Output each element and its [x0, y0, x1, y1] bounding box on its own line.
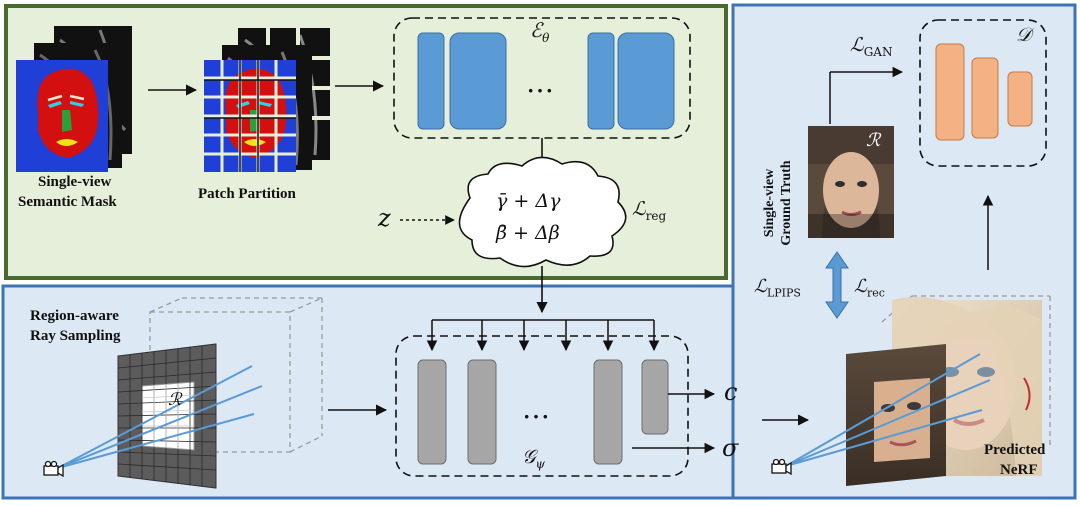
- label-predicted-1: Predicted: [984, 442, 1046, 458]
- generator-block-2: [467, 359, 497, 465]
- ray-sampling-grid: [117, 343, 217, 489]
- label-semantic-mask-2: Semantic Mask: [18, 194, 117, 210]
- label-beta: β̄ + Δβ: [496, 222, 560, 244]
- modulation-arrows: [426, 320, 660, 352]
- disc-block-1: [935, 43, 965, 141]
- label-ellipsis-bottom: …: [522, 392, 550, 425]
- label-gamma: γ̄ + Δγ: [496, 190, 561, 212]
- disc-block-2: [971, 57, 999, 139]
- encoder-block-1: [417, 32, 445, 130]
- nerf-front-face: [846, 344, 946, 486]
- modulation-cloud: [458, 156, 627, 268]
- label-predicted-2: NeRF: [1000, 462, 1038, 478]
- camera-rays-left: [57, 365, 263, 469]
- semantic-mask-stack: [16, 26, 132, 172]
- encoder-block-3: [587, 32, 615, 130]
- encoder-block-4: [617, 32, 675, 130]
- label-region-gt: ℛ: [866, 130, 881, 151]
- ground-truth-image: [808, 126, 894, 238]
- generator-block-1: [417, 359, 447, 465]
- label-generator: 𝒢ψ: [522, 446, 545, 471]
- label-ground-truth: Single-view Ground Truth: [762, 160, 794, 246]
- encoder-block-2: [449, 32, 507, 130]
- label-ray-sampling-1: Region-aware: [30, 308, 119, 324]
- label-loss-reg: ℒreg: [632, 198, 667, 223]
- label-output-c: c: [724, 378, 738, 406]
- disc-block-3: [1007, 71, 1033, 127]
- label-loss-gan: ℒGAN: [850, 34, 893, 59]
- label-loss-rec: ℒrec: [854, 276, 885, 300]
- generator-block-4: [641, 359, 669, 435]
- patch-partition-stack: [204, 28, 330, 172]
- label-patch-partition: Patch Partition: [198, 186, 296, 202]
- generator-block-3: [593, 359, 623, 465]
- encoder-box: [393, 17, 691, 139]
- label-semantic-mask-1: Single-view: [38, 174, 112, 190]
- camera-rays-right: [785, 353, 991, 467]
- label-z: z: [378, 204, 391, 232]
- double-arrow-icon: [825, 251, 849, 319]
- label-discriminator: 𝒟: [1016, 24, 1032, 46]
- label-ellipsis-top: …: [526, 66, 554, 99]
- label-encoder: ℰθ: [530, 18, 550, 45]
- label-output-sigma: σ: [722, 434, 739, 462]
- label-ray-sampling-2: Ray Sampling: [30, 328, 121, 344]
- discriminator-box: [919, 19, 1047, 167]
- camera-icon: [771, 458, 792, 476]
- label-region-grid: ℛ: [168, 390, 182, 410]
- label-loss-lpips: ℒLPIPS: [754, 276, 801, 300]
- camera-icon: [43, 460, 64, 478]
